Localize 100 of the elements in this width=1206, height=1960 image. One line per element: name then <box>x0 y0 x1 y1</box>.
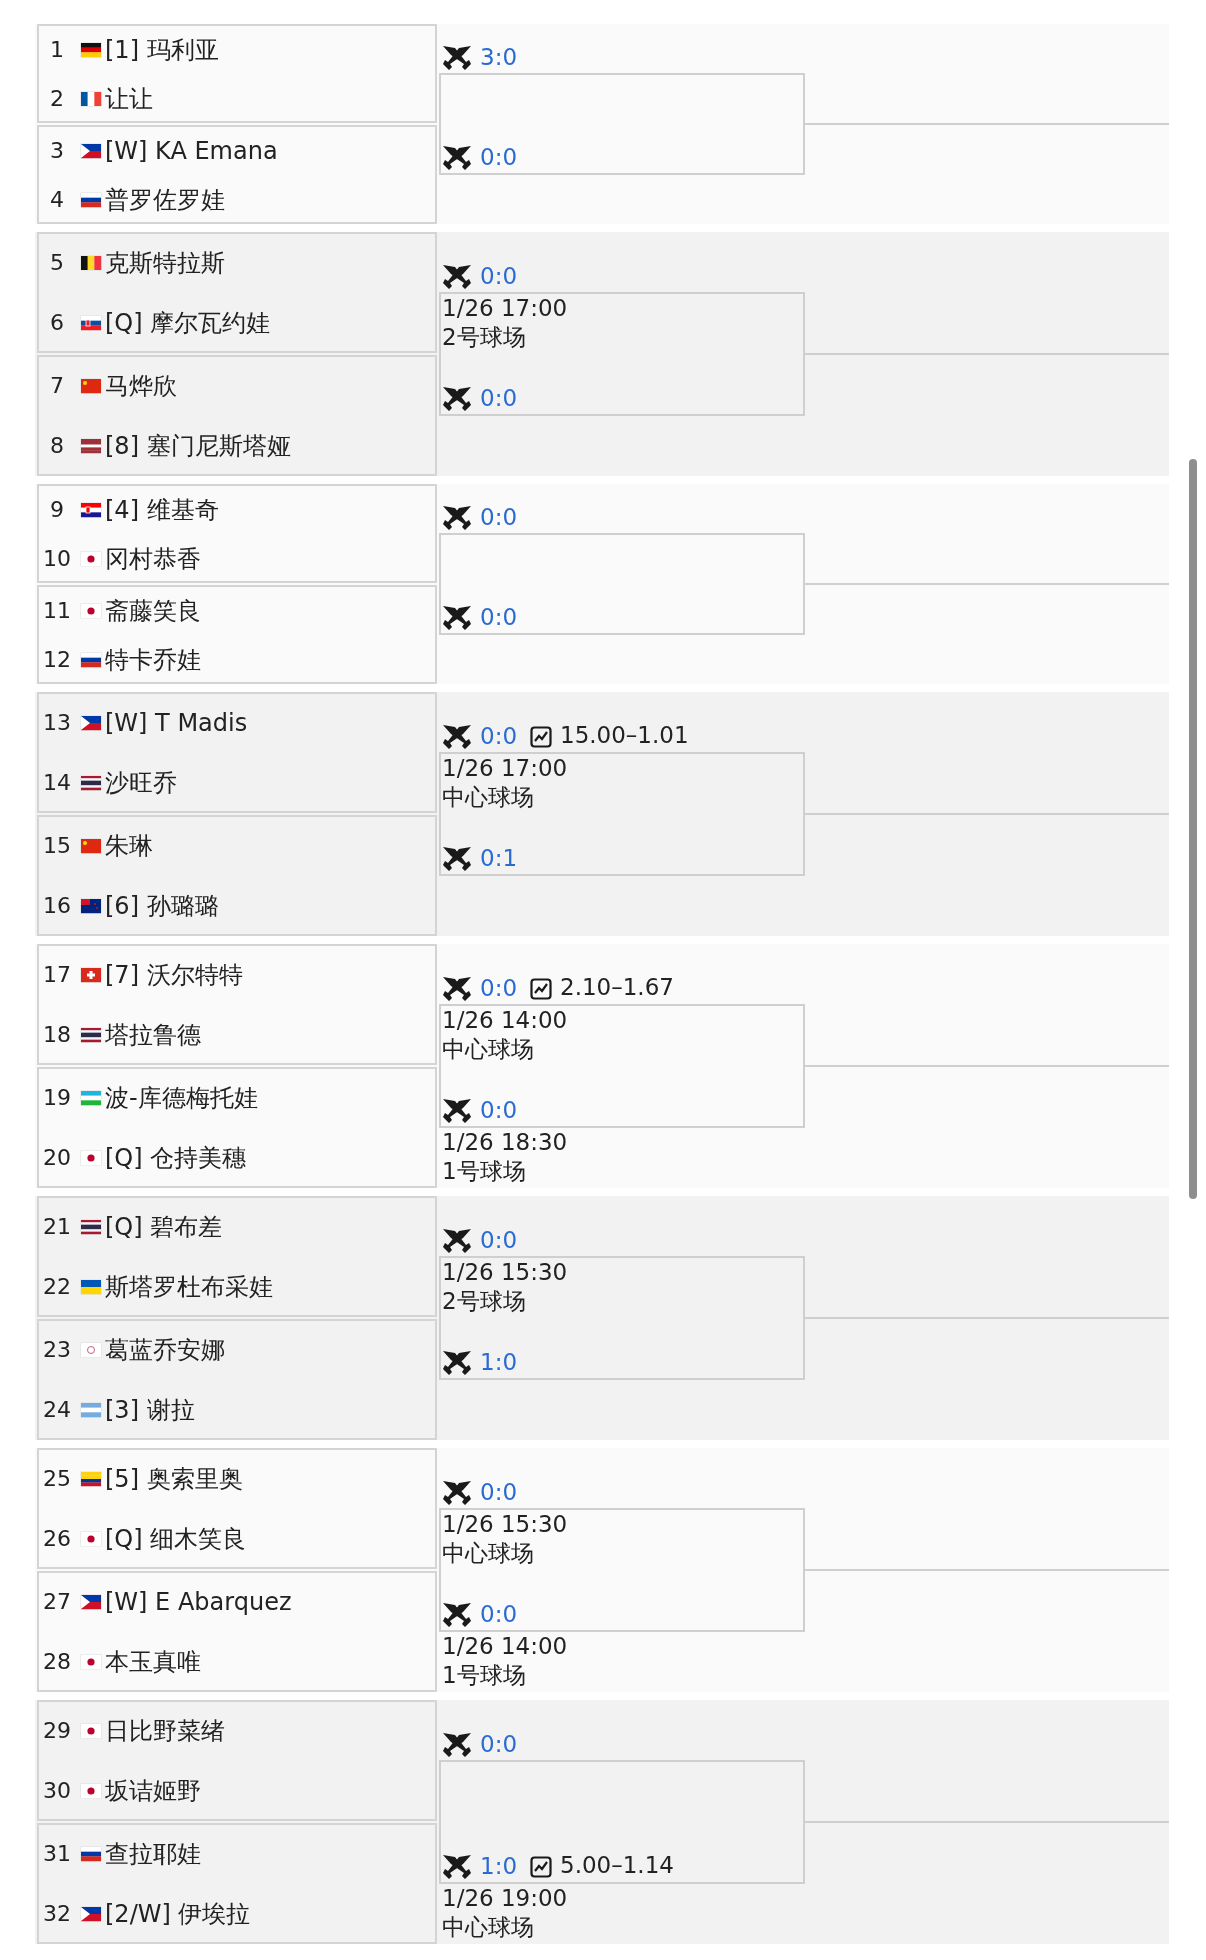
court-name: 1号球场 <box>442 1661 526 1690</box>
player-name: [3] 谢拉 <box>105 1395 195 1425</box>
player-name: [Q] 摩尔瓦约娃 <box>105 308 271 338</box>
player-name: 克斯特拉斯 <box>105 248 225 278</box>
seed-number: 24 <box>42 1396 72 1424</box>
player-name: 让让 <box>105 83 153 114</box>
match-box <box>37 484 437 583</box>
score: 0:0 <box>480 503 517 532</box>
player-name: 葛蓝乔安娜 <box>105 1335 225 1365</box>
match-box <box>37 1319 437 1440</box>
match-box <box>37 585 437 684</box>
match-time: 1/26 19:00 <box>442 1884 568 1913</box>
score: 0:0 <box>480 1600 517 1629</box>
seed-number: 5 <box>49 249 65 277</box>
player-name: 波-库德梅托娃 <box>105 1083 258 1113</box>
player-name: 斋藤笑良 <box>105 595 201 626</box>
match-box <box>37 1571 437 1692</box>
match-time: 1/26 14:00 <box>442 1632 568 1661</box>
match-box <box>37 1067 437 1188</box>
score: 0:1 <box>480 844 517 873</box>
player-name: 特卡乔娃 <box>105 644 201 675</box>
match-box <box>37 1823 437 1944</box>
match-box <box>37 355 437 476</box>
seed-number: 17 <box>42 961 72 989</box>
score: 0:0 <box>480 384 517 413</box>
seed-number: 2 <box>49 84 65 113</box>
player-name: 马烨欣 <box>105 371 177 401</box>
score: 1:0 <box>480 1348 517 1377</box>
seed-number: 20 <box>42 1144 72 1172</box>
seed-number: 18 <box>42 1021 72 1049</box>
score: 0:0 <box>480 1096 517 1125</box>
seed-number: 16 <box>42 892 72 920</box>
seed-number: 19 <box>42 1084 72 1112</box>
seed-number: 15 <box>42 832 72 860</box>
player-name: 冈村恭香 <box>105 543 201 574</box>
match-time: 1/26 14:00 <box>442 1006 568 1035</box>
match-box <box>37 815 437 936</box>
match-time: 1/26 17:00 <box>442 754 568 783</box>
match-box <box>37 1448 437 1569</box>
player-name: 塔拉鲁德 <box>105 1020 201 1050</box>
court-name: 中心球场 <box>442 783 534 812</box>
match-box <box>37 24 437 123</box>
player-name: [W] T Madis <box>105 708 248 738</box>
player-name: [W] KA Emana <box>105 135 278 166</box>
seed-number: 8 <box>49 432 65 460</box>
seed-number: 30 <box>42 1777 72 1805</box>
score: 0:0 <box>480 1226 517 1255</box>
score: 1:0 <box>480 1852 517 1881</box>
seed-number: 27 <box>42 1588 72 1616</box>
seed-number: 12 <box>42 645 72 674</box>
player-name: [1] 玛利亚 <box>105 34 219 65</box>
seed-number: 1 <box>49 35 65 64</box>
player-name: 斯塔罗杜布采娃 <box>105 1272 273 1302</box>
player-name: 查拉耶娃 <box>105 1839 201 1869</box>
seed-number: 7 <box>49 372 65 400</box>
odds-text: 5.00–1.14 <box>560 1851 674 1880</box>
match-box <box>37 1196 437 1317</box>
seed-number: 4 <box>49 185 65 214</box>
odds-text: 15.00–1.01 <box>560 721 689 750</box>
seed-number: 32 <box>42 1900 72 1928</box>
score: 0:0 <box>480 722 517 751</box>
seed-number: 31 <box>42 1840 72 1868</box>
score: 0:0 <box>480 1478 517 1507</box>
court-name: 中心球场 <box>442 1035 534 1064</box>
player-name: 普罗佐罗娃 <box>105 184 225 215</box>
match-box <box>37 692 437 813</box>
court-name: 1号球场 <box>442 1157 526 1186</box>
player-name: [6] 孙璐璐 <box>105 891 219 921</box>
player-name: [2/W] 伊埃拉 <box>105 1899 251 1929</box>
score: 0:0 <box>480 974 517 1003</box>
match-box <box>37 1700 437 1821</box>
match-time: 1/26 15:30 <box>442 1510 568 1539</box>
seed-number: 29 <box>42 1717 72 1745</box>
seed-number: 23 <box>42 1336 72 1364</box>
player-name: [4] 维基奇 <box>105 494 219 525</box>
player-name: [8] 塞门尼斯塔娅 <box>105 431 291 461</box>
player-name: [W] E Abarquez <box>105 1587 292 1617</box>
player-name: [Q] 细木笑良 <box>105 1524 247 1554</box>
match-box <box>37 944 437 1065</box>
seed-number: 10 <box>42 544 72 573</box>
seed-number: 9 <box>49 495 65 524</box>
player-name: 沙旺乔 <box>105 768 177 798</box>
match-time: 1/26 18:30 <box>442 1128 568 1157</box>
player-name: 坂诘姬野 <box>105 1776 201 1806</box>
player-name: [5] 奥索里奥 <box>105 1464 243 1494</box>
seed-number: 22 <box>42 1273 72 1301</box>
seed-number: 6 <box>49 309 65 337</box>
player-name: 朱琳 <box>105 831 153 861</box>
score: 0:0 <box>480 603 517 632</box>
seed-number: 13 <box>42 709 72 737</box>
seed-number: 26 <box>42 1525 72 1553</box>
score: 0:0 <box>480 262 517 291</box>
match-time: 1/26 17:00 <box>442 294 568 323</box>
player-name: 日比野菜绪 <box>105 1716 225 1746</box>
match-box <box>37 232 437 353</box>
player-name: 本玉真唯 <box>105 1647 201 1677</box>
court-name: 2号球场 <box>442 1287 526 1316</box>
match-box <box>37 125 437 224</box>
score: 0:0 <box>480 1730 517 1759</box>
player-name: [7] 沃尔特特 <box>105 960 243 990</box>
